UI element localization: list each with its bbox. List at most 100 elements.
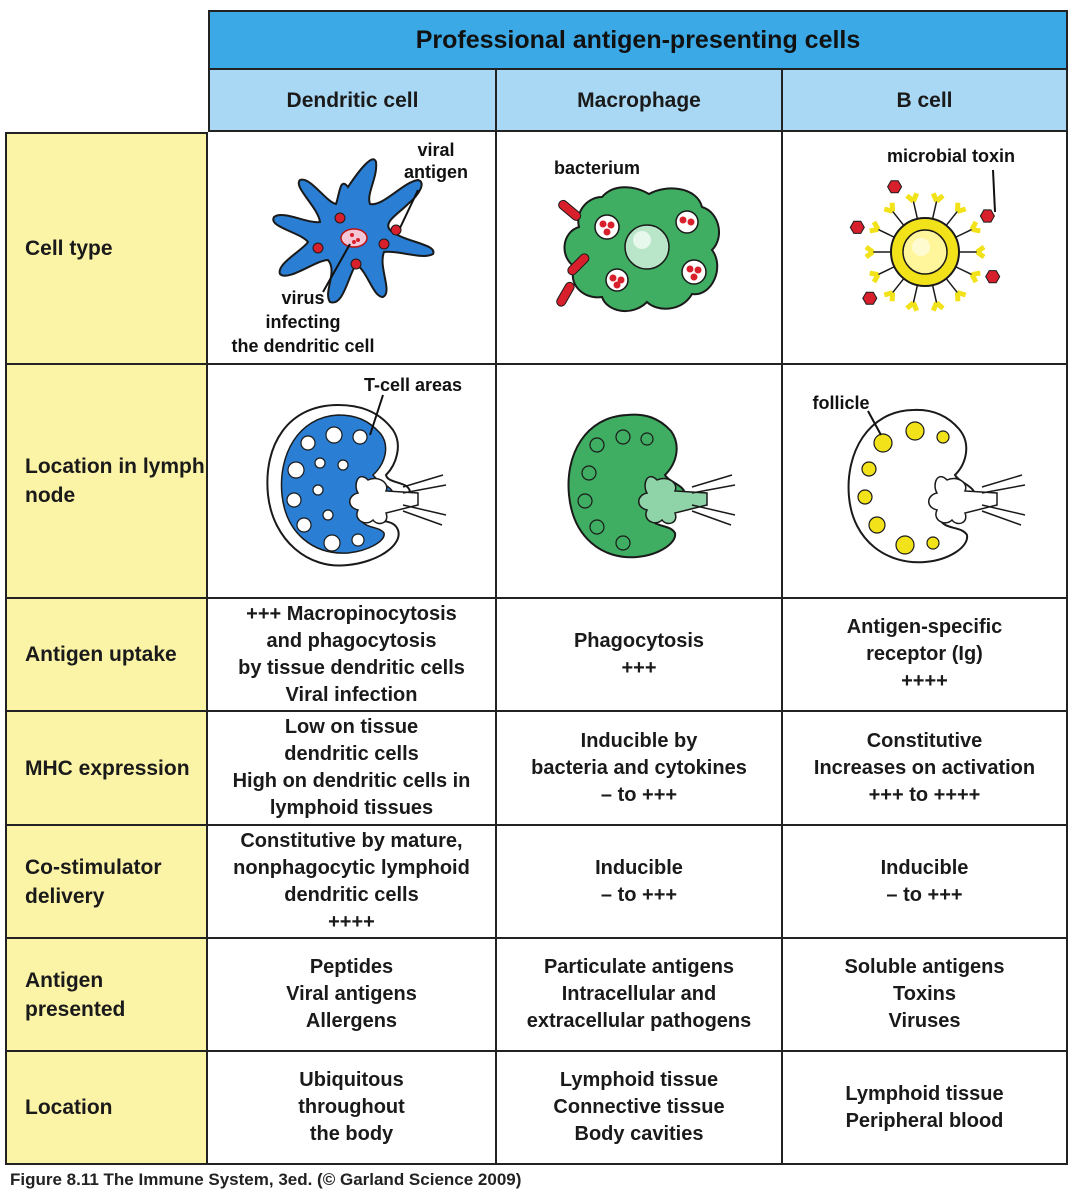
virus-pointer [322, 243, 351, 293]
row-header-cell-type: Cell type [5, 132, 208, 365]
costimulator-dendritic: Constitutive by mature, nonphagocytic lym… [208, 826, 497, 939]
cell-line: Ubiquitous [299, 1069, 404, 1091]
receptor-arm [934, 193, 945, 204]
cell-line: receptor (Ig) [866, 643, 983, 665]
cell-line: High on dendritic cells in [232, 770, 471, 792]
cell-line: dendritic cells [284, 743, 419, 765]
cell-line: by tissue dendritic cells [238, 656, 465, 679]
macrophage-illustration: bacterium [497, 132, 783, 365]
microbial-toxin [849, 220, 865, 234]
receptor-arm [864, 244, 875, 255]
viral-antigen-label-2: antigen [404, 162, 468, 182]
bacterium [556, 281, 575, 307]
column-header-dendritic: Dendritic cell [208, 70, 497, 132]
receptor-arm [911, 192, 920, 203]
t-cell-areas-pointer [369, 394, 384, 436]
row-header-mhc-expression: MHC expression [5, 712, 208, 826]
cell-line: Lymphoid tissue [559, 1069, 719, 1091]
cell-line: Constitutive by mature, [240, 829, 463, 852]
viral-antigen-dot [356, 238, 360, 242]
virus-label-3: the dendritic cell [231, 336, 374, 356]
cell-line: Inducible by [580, 729, 698, 752]
table-corner [5, 10, 208, 70]
phagosome [605, 268, 629, 292]
cell-line: Inducible [880, 856, 969, 879]
cell-line: and phagocytosis [266, 629, 437, 652]
virus-label-2: infecting [266, 312, 341, 332]
cell-line: – to +++ [600, 883, 678, 906]
receptor-arm [883, 290, 894, 298]
cell-line: ++++ [328, 910, 375, 933]
cell-line: Viral infection [285, 683, 418, 706]
cell-line: ++++ [901, 670, 948, 692]
viral-antigen-dot [350, 258, 362, 270]
row-header-costimulator-delivery: Co-stimulator delivery [5, 826, 208, 939]
lymph-node-macrophage [497, 365, 783, 599]
viral-antigen-dot [334, 212, 346, 224]
bacterium-label: bacterium [554, 158, 640, 178]
cell-line: bacteria and cytokines [531, 756, 747, 779]
apc-table: Professional antigen-presenting cells De… [5, 10, 1068, 1165]
cell-line: the body [309, 1123, 394, 1145]
bcell-illustration: microbial toxin [783, 132, 1068, 365]
row-header-antigen-presented: Antigen presented [5, 939, 208, 1052]
lymph-follicles [577, 429, 654, 551]
phagosome [681, 259, 707, 285]
viral-antigen-dot [390, 224, 402, 236]
receptor-arm [905, 300, 916, 311]
row-header-location-lymph-node: Location in lymph node [5, 365, 208, 599]
mhc-expression-macrophage: Inducible by bacteria and cytokines – to +… [497, 712, 783, 826]
costimulator-bcell: Inducible – to +++ [783, 826, 1068, 939]
cell-line: lymphoid tissues [269, 797, 434, 819]
virus-label-1: virus [281, 288, 324, 308]
follicle-pointer [867, 410, 882, 436]
phagosome [675, 210, 699, 234]
bacterium [558, 199, 582, 221]
costimulator-macrophage: Inducible – to +++ [497, 826, 783, 939]
viral-antigen-label-1: viral [417, 140, 454, 160]
cell-line: – to +++ [600, 783, 678, 806]
cell-line: – to +++ [886, 883, 963, 906]
viral-antigen-dot [312, 242, 324, 254]
cell-line: nonphagocytic lymphoid [233, 856, 470, 879]
receptor-arm [975, 249, 986, 260]
lymph-follicles [286, 426, 368, 552]
receptor-stalk [931, 201, 938, 220]
cell-line: Constitutive [866, 729, 983, 752]
cell-line: Increases on activation [813, 756, 1036, 779]
cell-line: +++ to ++++ [868, 783, 981, 806]
receptor-arm [969, 273, 979, 284]
antigen-uptake-macrophage: Phagocytosis +++ [497, 599, 783, 712]
cell-line: Phagocytosis [573, 629, 705, 652]
t-cell-areas-label: T-cell areas [364, 375, 462, 395]
receptor-stalk [877, 266, 895, 276]
viral-antigen-dot [352, 240, 356, 244]
lymph-node-dendritic: T-cell areas [208, 365, 497, 599]
figure-caption: Figure 8.11 The Immune System, 3ed. (© G… [10, 1170, 522, 1189]
follicle-label: follicle [812, 393, 869, 413]
cell-line: dendritic cells [284, 883, 419, 906]
cell-line: Peptides [309, 956, 394, 978]
receptor-stalk [877, 228, 895, 238]
cell-line: Inducible [595, 856, 683, 879]
receptor-arm [971, 226, 981, 234]
cell-line: Toxins [893, 983, 956, 1005]
dendritic-cell-illustration: viral antigen virus infecting the dendri… [208, 132, 497, 365]
microbial-toxin-label: microbial toxin [887, 146, 1015, 166]
cell-line: extracellular pathogens [526, 1010, 752, 1032]
phagosome [594, 214, 620, 240]
receptor-stalk [912, 201, 919, 220]
table-corner-2 [5, 70, 208, 132]
table-title: Professional antigen-presenting cells [208, 10, 1068, 70]
cell-line: +++ [621, 656, 657, 679]
row-header-location: Location [5, 1052, 208, 1165]
